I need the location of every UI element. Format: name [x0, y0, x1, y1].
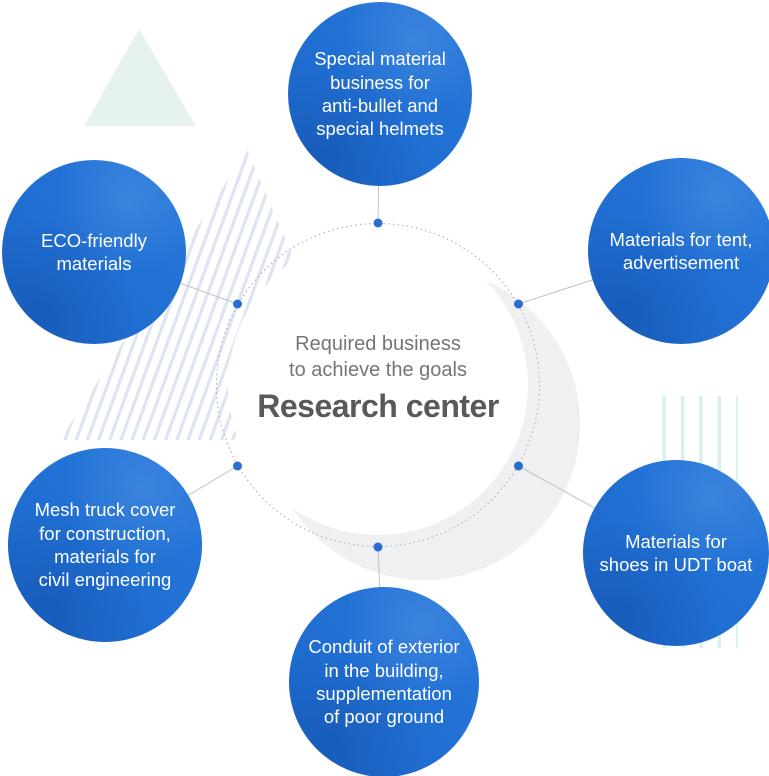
- center-label: Required business to achieve the goals R…: [218, 331, 538, 423]
- center-subtitle: Required business to achieve the goals: [289, 333, 467, 381]
- center-white-circle: [228, 235, 528, 535]
- node-dot-top: [373, 218, 383, 228]
- node-tent-advertisement: Materials for tent, advertisement: [588, 158, 769, 344]
- center-title: Research center: [257, 388, 499, 424]
- node-dot-top-right: [514, 299, 523, 309]
- node-dot-top-left: [233, 299, 242, 309]
- node-conduit-exterior-label: Conduit of exterior in the building, sup…: [308, 636, 460, 728]
- node-mesh-truck-cover-label: Mesh truck cover for construction, mater…: [34, 499, 176, 591]
- node-special-material: Special material business for anti-bulle…: [288, 2, 472, 186]
- node-eco-friendly-label: ECO-friendly materials: [41, 229, 147, 274]
- node-special-material-label: Special material business for anti-bulle…: [314, 48, 446, 140]
- node-conduit-exterior: Conduit of exterior in the building, sup…: [289, 587, 479, 776]
- node-dots: [233, 218, 523, 552]
- node-eco-friendly: ECO-friendly materials: [2, 160, 186, 344]
- center-dotted-ring: [215, 222, 541, 548]
- node-dot-bottom-left: [233, 461, 242, 471]
- mint-triangle: [84, 29, 196, 126]
- node-dot-bottom: [373, 542, 383, 552]
- node-mesh-truck-cover: Mesh truck cover for construction, mater…: [8, 448, 202, 642]
- node-dot-bottom-right: [514, 461, 523, 471]
- node-udt-boat-shoes-label: Materials for shoes in UDT boat: [599, 530, 753, 575]
- node-udt-boat-shoes: Materials for shoes in UDT boat: [583, 460, 769, 646]
- node-tent-advertisement-label: Materials for tent, advertisement: [609, 228, 753, 273]
